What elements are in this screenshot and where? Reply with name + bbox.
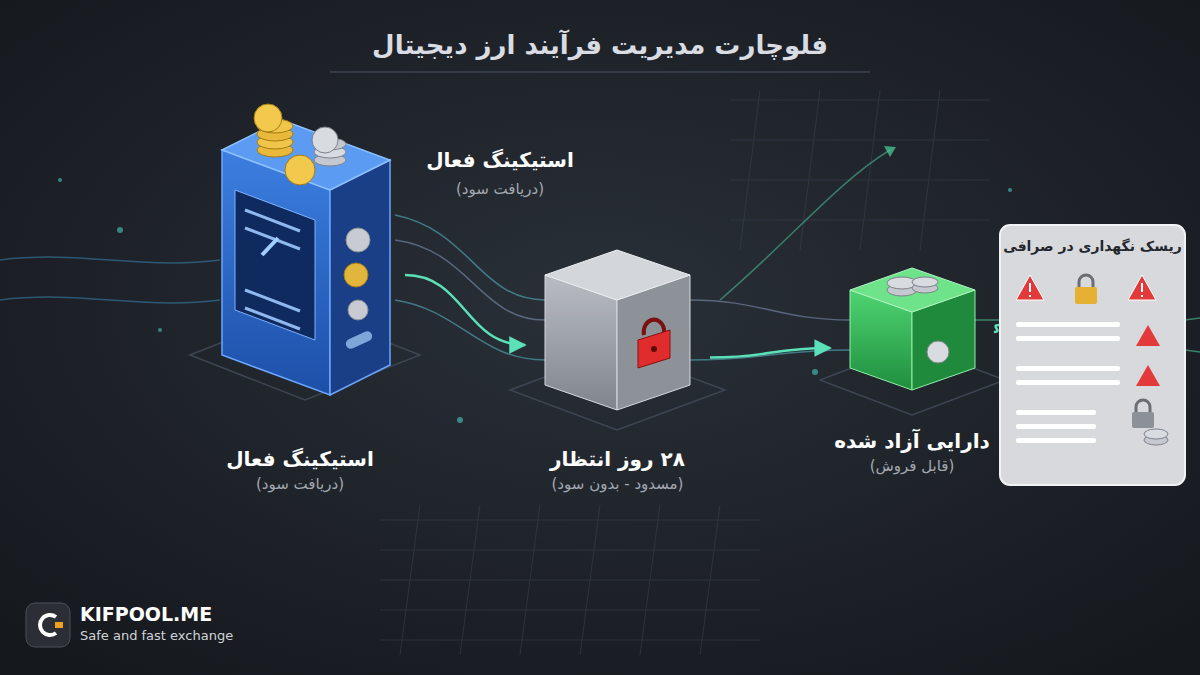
node-subtext: (مسدود - بدون سود) [552,473,684,496]
watermark-brand: KIFPOOL.ME [80,603,212,625]
risk-panel: ریسک نگهداری در صرافی [999,225,1186,485]
diagram-title: فلوچارت مدیریت فرآیند ارز دیجیتال [0,30,1200,60]
node-heading: ریسک نگهداری در صرافی [1003,237,1182,257]
node-heading: ۲۸ روز انتظار [550,445,685,473]
flow-connector [994,325,999,332]
node-subtext: (قابل فروش) [870,455,955,478]
staking-sublabel: (دریافت سود) [420,180,580,198]
staking-server: استیکینگ فعال(دریافت سود) [195,95,405,495]
node-heading: استیکینگ فعال [226,445,374,473]
waiting-cube: ۲۸ روز انتظار(مسدود - بدون سود) [525,245,710,495]
released-asset-cube: دارایی آزاد شده(قابل فروش) [830,262,994,477]
node-heading: دارایی آزاد شده [834,427,990,455]
flow-connector [405,275,525,345]
node-subtext: (دریافت سود) [256,473,344,496]
flow-connector [710,348,830,358]
watermark-tagline: Safe and fast exchange [80,628,233,643]
staking-label: استیکینگ فعال [420,148,580,172]
